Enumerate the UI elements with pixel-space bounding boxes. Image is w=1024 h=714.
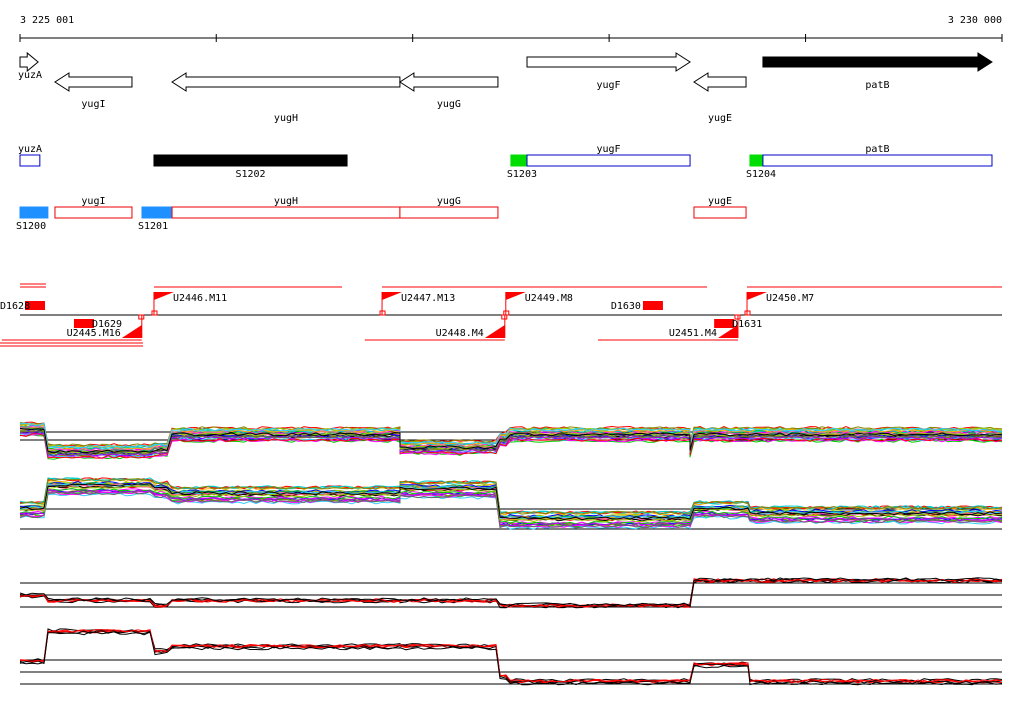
gene-arrow-patB [762, 52, 993, 72]
downshift-label: U2445.M16 [67, 328, 121, 339]
feature-yugI [54, 206, 133, 219]
expression-profile-line [19, 423, 1003, 450]
feature-S1204 [749, 154, 764, 167]
gene-label: yugE [708, 113, 732, 124]
minus-strand-feature-track: S1200 yugI S1201 yugH yugG yugE [16, 196, 747, 232]
upshift-label: U2446.M11 [173, 293, 227, 304]
feature-label: S1201 [138, 221, 168, 232]
ruler-start-label: 3 225 001 [20, 15, 74, 26]
expression-profile-line [19, 629, 1003, 684]
gene-label: patB [865, 80, 889, 91]
expression-profile-line [19, 483, 1003, 521]
terminator-label: D1630 [611, 301, 641, 312]
expression-profile-line [19, 577, 1003, 607]
gene-track: yuzA yugI yugH yugG yugF yugE patB [18, 51, 993, 124]
expression-profile-line [19, 482, 1003, 520]
feature-yugF [526, 154, 691, 167]
expression-profile-line [19, 631, 1003, 686]
upshift-flag-icon [505, 292, 526, 300]
gene-label: yuzA [18, 70, 42, 81]
feature-yugE [693, 206, 747, 219]
breakpoint-marker [734, 314, 741, 320]
expression-profile-line [19, 491, 1003, 529]
gene-arrow-yugI [54, 72, 133, 92]
upshift-label: U2447.M13 [401, 293, 455, 304]
feature-label: S1200 [16, 221, 46, 232]
breakpoint-marker [379, 310, 386, 316]
downshift-label: U2448.M4 [436, 328, 484, 339]
downshift-flag-icon [717, 325, 738, 338]
gene-arrow-yugH [171, 72, 401, 92]
expression-profile-line [19, 485, 1003, 523]
feature-label: S1204 [746, 169, 776, 180]
expression-profile-line [19, 629, 1003, 684]
expression-profile-line [19, 629, 1003, 684]
transcript-track: U2446.M11 U2447.M13 U2449.M8 U2450.M7U2445.… [0, 283, 1002, 347]
expression-profile-line [19, 427, 1003, 454]
terminator-label: D1631 [732, 319, 762, 330]
upshift-flag-icon [382, 292, 403, 300]
expression-profile-line [19, 487, 1003, 525]
plus-strand-feature-track: yuzA S1202 S1203 yugF S1204 patB [18, 144, 993, 180]
coordinate-ruler: 3 225 001 3 230 000 [19, 15, 1003, 42]
feature-yuzA [19, 154, 41, 167]
terminator-box [25, 301, 45, 310]
terminator-box [714, 319, 735, 328]
feature-S1203 [510, 154, 528, 167]
feature-S1201 [141, 206, 173, 219]
feature-label: S1203 [507, 169, 537, 180]
expression-profile-line [19, 477, 1003, 515]
feature-label: yugI [81, 196, 105, 207]
gene-arrow-yuzA [19, 51, 39, 73]
gene-label: yugI [81, 99, 105, 110]
expression-profile-line [19, 628, 1003, 683]
feature-label: yuzA [18, 144, 42, 155]
feature-label: patB [865, 144, 889, 155]
expression-profile-line [19, 578, 1003, 608]
gene-label: yugF [596, 80, 620, 91]
breakpoint-marker [501, 314, 508, 320]
downshift-label: U2451.M4 [669, 328, 717, 339]
feature-patB [762, 154, 993, 167]
downshift-flag-icon [121, 325, 142, 338]
terminator-label: D1629 [92, 319, 122, 330]
gene-label: yugG [437, 99, 461, 110]
downshift-flag-icon [484, 325, 505, 338]
terminator-box [642, 301, 663, 310]
expression-profile-line [19, 422, 1003, 449]
feature-S1202 [153, 154, 348, 167]
terminator-box [73, 319, 94, 328]
expression-profile-line [19, 430, 1003, 456]
upshift-flag-icon [153, 292, 174, 300]
feature-label: yugG [437, 196, 461, 207]
terminator-label: D1628 [0, 301, 30, 312]
upshift-label: U2449.M8 [525, 293, 573, 304]
feature-label: S1202 [235, 169, 265, 180]
gene-label: yugH [274, 113, 298, 124]
gene-arrow-yugE [693, 72, 747, 92]
feature-yugG [399, 206, 499, 219]
breakpoint-marker [744, 310, 751, 316]
ruler-end-label: 3 230 000 [948, 15, 1002, 26]
feature-label: yugE [708, 196, 732, 207]
feature-label: yugH [274, 196, 298, 207]
feature-S1200 [19, 206, 49, 219]
upshift-label: U2450.M7 [766, 293, 814, 304]
upshift-flag-icon [747, 292, 768, 300]
expression-profile-line [19, 489, 1003, 527]
breakpoint-marker [138, 314, 145, 320]
gene-arrow-yugF [526, 52, 691, 72]
feature-yugH [171, 206, 401, 219]
breakpoint-marker [151, 310, 158, 316]
expression-profile-plots [19, 421, 1003, 686]
gene-arrow-yugG [398, 72, 499, 92]
expression-profile-line [19, 422, 1003, 448]
expression-profile-line [19, 630, 1003, 685]
feature-label: yugF [596, 144, 620, 155]
